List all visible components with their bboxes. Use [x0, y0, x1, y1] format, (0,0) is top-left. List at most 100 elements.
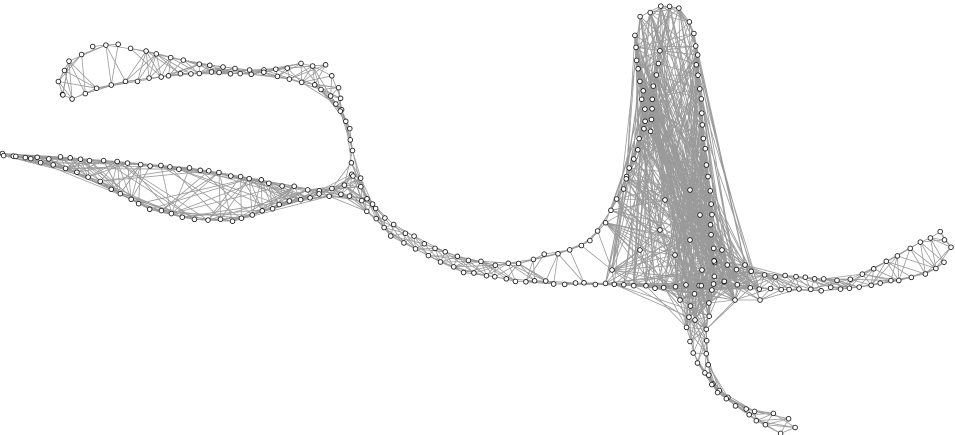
graph-node — [907, 245, 913, 252]
graph-node — [67, 155, 73, 161]
graph-edge — [664, 199, 760, 290]
graph-node — [714, 389, 721, 396]
graph-edge — [689, 315, 710, 342]
graph-edge — [849, 273, 863, 289]
graph-edge — [138, 203, 172, 214]
graph-edge — [656, 74, 715, 262]
graph-node — [642, 118, 648, 125]
graph-node — [13, 153, 19, 160]
graph-node — [46, 156, 52, 162]
graph-node — [137, 161, 144, 168]
graph-edge — [890, 255, 898, 281]
graph-edge — [508, 262, 535, 282]
graph-node — [191, 216, 198, 223]
graph-edge — [694, 319, 707, 354]
graph-edge — [263, 63, 302, 73]
graph-edge — [663, 254, 676, 288]
graph-node — [147, 163, 153, 169]
graph-node — [786, 286, 792, 293]
graph-edge — [148, 57, 171, 79]
graph-node — [827, 284, 834, 290]
graph-edge — [759, 276, 776, 290]
graph-node — [691, 30, 697, 37]
graph-node — [620, 186, 627, 192]
graph-node — [753, 417, 760, 424]
graph-edge — [750, 274, 765, 289]
graph-node — [631, 282, 637, 289]
graph-node — [216, 69, 222, 76]
graph-edge — [679, 113, 703, 301]
graph-edge — [171, 179, 262, 214]
graph-edge — [660, 5, 690, 23]
graph-node — [492, 273, 498, 280]
graph-node — [643, 283, 649, 289]
graph-node — [284, 65, 291, 71]
graph-node — [100, 157, 107, 164]
graph-edge — [659, 50, 695, 294]
graph-node — [208, 69, 215, 75]
graph-edge — [711, 214, 723, 251]
graph-node — [432, 245, 438, 252]
graph-node — [635, 147, 641, 153]
graph-edge — [707, 364, 718, 393]
graph-node — [401, 240, 407, 246]
graph-edge — [765, 418, 789, 426]
graph-edge — [100, 170, 209, 182]
graph-node — [217, 216, 224, 222]
graph-node — [611, 281, 618, 288]
graph-node — [531, 278, 538, 284]
graph-node — [592, 281, 599, 288]
graph-edge — [383, 227, 416, 250]
graph-edge — [713, 260, 752, 272]
graph-nodes — [0, 3, 954, 435]
graph-edge — [160, 57, 172, 78]
graph-edge — [168, 59, 184, 77]
graph-node — [124, 160, 131, 166]
graph-node — [703, 337, 710, 344]
graph-node — [699, 267, 705, 273]
graph-edge — [413, 235, 446, 253]
graph-node — [542, 278, 549, 284]
graph-node — [647, 9, 653, 16]
graph-edge — [685, 284, 707, 330]
graph-node — [649, 106, 655, 112]
graph-node — [672, 283, 679, 290]
graph-edge — [424, 243, 441, 263]
graph-node — [78, 51, 85, 58]
graph-edge — [688, 270, 752, 318]
graph-node — [657, 47, 663, 54]
graph-node — [785, 415, 792, 422]
graph-node — [347, 125, 353, 132]
graph-node — [188, 71, 194, 77]
graph-edges — [2, 5, 952, 434]
graph-node — [859, 271, 866, 277]
graph-node — [637, 13, 643, 20]
graph-edge — [307, 184, 345, 191]
graph-node — [691, 291, 698, 297]
graph-node — [37, 159, 44, 166]
graph-edge — [453, 264, 496, 268]
graph-edge — [289, 64, 326, 80]
graph-edge — [68, 61, 73, 100]
graph-edge — [744, 264, 760, 290]
graph-edge — [659, 50, 696, 321]
graph-edge — [909, 248, 926, 275]
graph-edge — [678, 8, 687, 328]
graph-node — [686, 314, 692, 320]
graph-node — [933, 265, 939, 272]
graph-edge — [444, 251, 475, 274]
graph-node — [792, 424, 798, 431]
graph-node — [297, 196, 304, 203]
graph-node — [687, 303, 694, 309]
graph-edge — [611, 203, 712, 271]
graph-edge — [649, 12, 707, 166]
graph-node — [922, 271, 929, 277]
graph-edge — [105, 44, 147, 52]
graph-edge — [734, 288, 771, 301]
graph-node — [337, 108, 344, 114]
graph-node — [927, 235, 934, 241]
graph-edge — [155, 53, 162, 78]
graph-edge — [692, 319, 696, 354]
graph-edge — [708, 374, 727, 399]
graph-edge — [674, 254, 681, 301]
